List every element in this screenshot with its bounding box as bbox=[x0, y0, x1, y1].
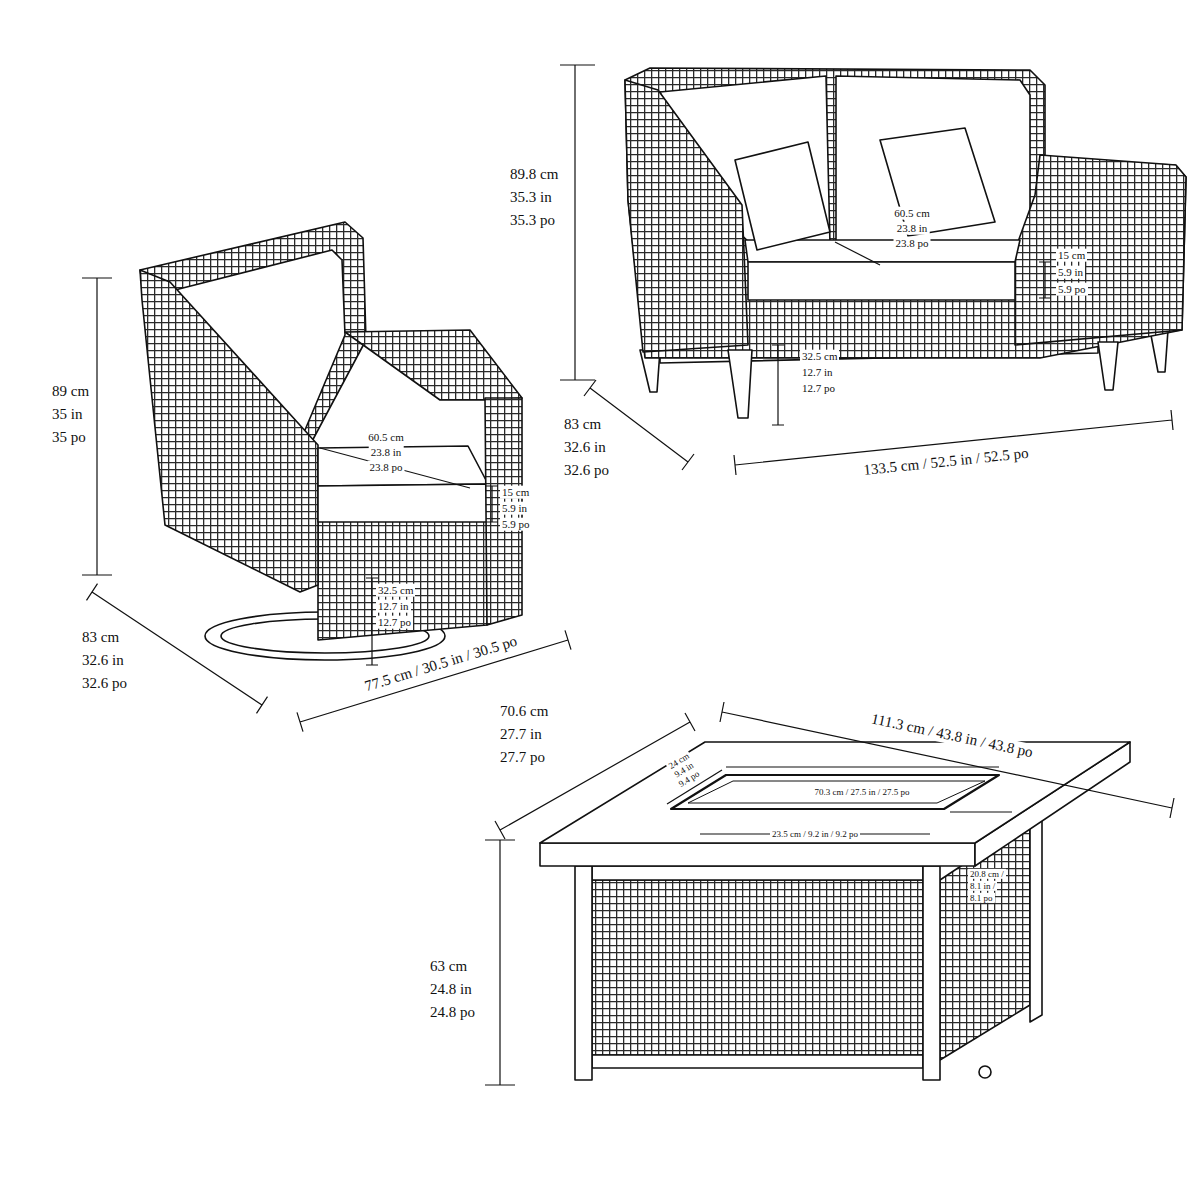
loveseat-leg bbox=[1098, 342, 1118, 390]
dimension-label: 32.5 cm bbox=[376, 584, 415, 597]
loveseat-arm bbox=[625, 80, 748, 352]
dimension-line bbox=[87, 584, 268, 714]
dimension-label: 5.9 in bbox=[1056, 266, 1085, 279]
table-rail bbox=[592, 866, 923, 880]
dimension-label: 35.3 po bbox=[508, 212, 557, 229]
dimension-label: 133.5 cm / 52.5 in / 52.5 po bbox=[861, 445, 1032, 480]
seat-cushion bbox=[318, 446, 488, 486]
dimension-label: 15 cm bbox=[500, 486, 531, 499]
loveseat-body bbox=[625, 68, 1186, 358]
dimension-label: 5.9 po bbox=[1056, 283, 1088, 296]
burner-glass bbox=[688, 781, 985, 803]
dimension-label: 70.6 cm bbox=[498, 703, 550, 720]
dimension-label: 32.6 in bbox=[80, 652, 126, 669]
dimension-label: 77.5 cm / 30.5 in / 30.5 po bbox=[361, 632, 521, 696]
dimension-line bbox=[835, 242, 880, 265]
table-top-edge bbox=[540, 843, 975, 866]
seat-cushion bbox=[318, 484, 490, 522]
dimension-label: 32.6 po bbox=[562, 462, 611, 479]
dimension-label: 12.7 po bbox=[800, 382, 837, 395]
dimension-label: 23.5 cm / 9.2 in / 9.2 po bbox=[770, 829, 860, 839]
dimension-label: 32.6 po bbox=[80, 675, 129, 692]
dimension-line bbox=[720, 702, 1174, 818]
dimension-label: 15 cm bbox=[1056, 249, 1087, 262]
dimension-label: 89 cm bbox=[50, 383, 91, 400]
dimension-label: 27.7 in bbox=[498, 726, 544, 743]
dimension-label: 23.8 in bbox=[895, 222, 930, 235]
dimension-lines bbox=[82, 65, 1174, 1085]
dimension-label: 8.1 in / bbox=[968, 881, 997, 891]
dimension-label: 5.9 po bbox=[500, 518, 532, 531]
dimension-line bbox=[82, 278, 112, 575]
fire-table bbox=[540, 742, 1130, 1080]
dimension-label: 35 po bbox=[50, 429, 88, 446]
dimension-line bbox=[297, 630, 571, 731]
table-leg bbox=[923, 866, 940, 1080]
dimension-label: 32.5 cm bbox=[800, 350, 839, 363]
dimension-label: 24.8 po bbox=[428, 1004, 477, 1021]
dimension-line bbox=[560, 65, 595, 380]
dimension-label: 27.7 po bbox=[498, 749, 547, 766]
dimension-line bbox=[486, 486, 498, 522]
dimension-label: 20.8 cm / bbox=[968, 869, 1006, 879]
throw-pillow bbox=[735, 142, 830, 250]
dimension-line bbox=[1039, 262, 1051, 298]
dimension-label: 23.8 in bbox=[369, 446, 404, 459]
dimension-label: 35.3 in bbox=[508, 189, 554, 206]
dimension-label: 12.7 po bbox=[376, 616, 413, 629]
dimension-label: 111.3 cm / 43.8 in / 43.8 po bbox=[868, 710, 1037, 762]
dimension-label: 89.8 cm bbox=[508, 166, 560, 183]
loveseat bbox=[625, 68, 1186, 418]
swivel-chair bbox=[140, 222, 522, 660]
dimension-label: 35 in bbox=[50, 406, 84, 423]
chair-arm bbox=[345, 330, 522, 400]
dimension-line bbox=[726, 766, 999, 767]
dimension-label: 8.1 po bbox=[968, 893, 995, 903]
dimension-line bbox=[950, 811, 1012, 812]
table-rail bbox=[592, 1055, 923, 1068]
dimension-label: 60.5 cm bbox=[892, 207, 931, 220]
table-front-panel bbox=[592, 880, 923, 1055]
table-leg bbox=[1030, 805, 1042, 1022]
loveseat-leg bbox=[728, 350, 752, 418]
dimension-label: 60.5 cm bbox=[366, 431, 405, 444]
table-wheel bbox=[979, 1066, 991, 1078]
dimension-label: 32.6 in bbox=[562, 439, 608, 456]
dimension-label: 83 cm bbox=[562, 416, 603, 433]
dimension-label: 70.3 cm / 27.5 in / 27.5 po bbox=[813, 787, 912, 797]
dimension-line bbox=[485, 840, 515, 1085]
dimension-label: 12.7 in bbox=[800, 366, 835, 379]
dimension-label: 63 cm bbox=[428, 958, 469, 975]
loveseat-arm bbox=[1015, 155, 1186, 345]
dimension-label: 23.8 po bbox=[368, 461, 405, 474]
dimension-label: 12.7 in bbox=[376, 600, 411, 613]
dimension-line bbox=[495, 713, 695, 839]
back-cushion bbox=[836, 76, 1030, 245]
chair-arm bbox=[140, 270, 318, 592]
dimension-label: 83 cm bbox=[80, 629, 121, 646]
burner-frame bbox=[671, 775, 999, 809]
chair-base bbox=[318, 520, 490, 640]
table-leg bbox=[575, 866, 592, 1080]
seat-cushion bbox=[748, 262, 1015, 300]
dimension-label: 5.9 in bbox=[500, 502, 529, 515]
dimension-label: 24.8 in bbox=[428, 981, 474, 998]
throw-pillow bbox=[880, 128, 995, 236]
dimension-line bbox=[772, 345, 784, 425]
dimension-label: 23.8 po bbox=[894, 237, 931, 250]
